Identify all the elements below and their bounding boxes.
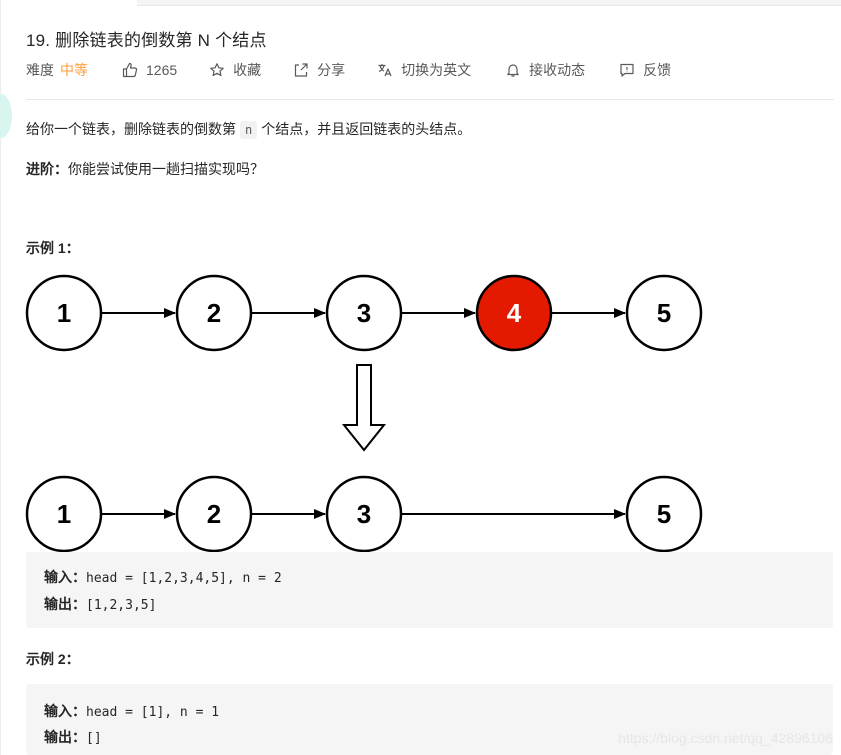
output-label: 输出： [44, 729, 86, 745]
example-2-title: 示例 2： [26, 651, 80, 667]
example-1-output-line: 输出：[1,2,3,5] [44, 594, 156, 614]
watermark: https://blog.csdn.net/qq_42896106 [618, 730, 833, 746]
output-value: [1,2,3,5] [86, 598, 157, 613]
input-label: 输入： [44, 569, 86, 585]
node-bottom-1: 1 [25, 475, 103, 553]
top-strip [137, 0, 841, 6]
node-label: 2 [207, 499, 221, 529]
problem-meta-bar: 难度 中等 1265 收藏 分享 切换为英文 接收动态 反馈 [26, 60, 671, 80]
node-label: 4 [507, 298, 522, 328]
node-bottom-3: 3 [325, 475, 403, 553]
problem-title: 19. 删除链表的倒数第 N 个结点 [26, 31, 267, 50]
node-label: 3 [357, 499, 371, 529]
advanced-label: 进阶： [26, 161, 68, 177]
output-label: 输出： [44, 596, 86, 612]
advanced-note: 进阶：你能尝试使用一趟扫描实现吗？ [26, 159, 264, 179]
favorite-button[interactable]: 收藏 [209, 60, 261, 80]
difficulty-label: 难度 [26, 62, 54, 78]
feedback-label: 反馈 [643, 62, 672, 78]
node-top-5: 5 [625, 274, 703, 352]
input-value: head = [1,2,3,4,5], n = 2 [86, 571, 282, 586]
like-button[interactable]: 1265 [122, 62, 177, 78]
example-1-codeblock: 输入：head = [1,2,3,4,5], n = 2 输出：[1,2,3,5… [26, 552, 833, 628]
node-label: 5 [657, 298, 671, 328]
header-divider [26, 99, 834, 100]
node-label: 1 [57, 499, 71, 529]
linked-list-diagram: 1 2 3 4 5 1 2 3 5 [25, 274, 703, 553]
example-1-title: 示例 1： [26, 240, 80, 256]
inline-code-n: n [240, 121, 258, 139]
advanced-text: 你能尝试使用一趟扫描实现吗？ [68, 161, 264, 177]
example-2-input-line: 输入：head = [1], n = 1 [44, 701, 219, 721]
like-count: 1265 [146, 62, 178, 78]
feedback-icon [619, 62, 635, 78]
node-label: 1 [57, 298, 71, 328]
switch-language-button[interactable]: 切换为英文 [377, 60, 471, 80]
feedback-button[interactable]: 反馈 [619, 60, 671, 80]
notify-button[interactable]: 接收动态 [505, 60, 585, 80]
description-text-1: 给你一个链表，删除链表的倒数第 [26, 121, 236, 137]
share-label: 分享 [317, 62, 346, 78]
thumbs-up-icon [122, 62, 138, 78]
share-icon [293, 62, 309, 78]
node-label: 2 [207, 298, 221, 328]
down-arrow-icon [341, 364, 387, 452]
side-handle[interactable] [0, 94, 12, 138]
node-label: 5 [657, 499, 671, 529]
node-top-4-highlighted: 4 [475, 274, 553, 352]
node-label: 3 [357, 298, 371, 328]
example-1-input-line: 输入：head = [1,2,3,4,5], n = 2 [44, 567, 282, 587]
example-2-output-line: 输出：[] [44, 727, 102, 747]
description-text-2: 个结点，并且返回链表的头结点。 [261, 121, 472, 137]
star-icon [209, 62, 225, 78]
translate-icon [377, 62, 393, 78]
input-value: head = [1], n = 1 [86, 705, 220, 720]
share-button[interactable]: 分享 [293, 60, 345, 80]
node-top-2: 2 [175, 274, 253, 352]
node-top-1: 1 [25, 274, 103, 352]
node-top-3: 3 [325, 274, 403, 352]
left-border [0, 0, 1, 755]
bell-icon [505, 62, 521, 78]
example-2-codeblock: 输入：head = [1], n = 1 输出：[] [26, 684, 833, 755]
favorite-label: 收藏 [233, 62, 262, 78]
notify-label: 接收动态 [529, 62, 586, 78]
switch-language-label: 切换为英文 [401, 62, 472, 78]
node-bottom-5: 5 [625, 475, 703, 553]
node-bottom-2: 2 [175, 475, 253, 553]
difficulty-value: 中等 [60, 62, 88, 78]
output-value: [] [86, 731, 102, 746]
input-label: 输入： [44, 703, 86, 719]
